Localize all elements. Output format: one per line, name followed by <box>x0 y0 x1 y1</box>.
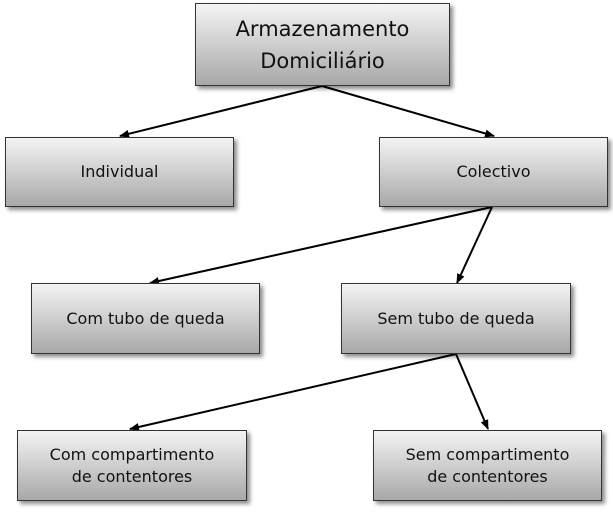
node-sem-tubo-de-queda: Sem tubo de queda <box>341 283 571 354</box>
node-com-compartimento: Com compartimento de contentores <box>17 430 247 501</box>
arrow-sem-tubo-com-compartimento <box>129 353 457 431</box>
arrow-colectivo-sem-tubo <box>456 206 493 284</box>
arrow-root-colectivo <box>321 85 495 138</box>
node-colectivo: Colectivo <box>379 137 608 207</box>
node-armazenamento-domiciliario: Armazenamento Domiciliário <box>195 3 450 86</box>
arrow-sem-tubo-sem-compartimento <box>455 353 489 430</box>
node-individual: Individual <box>5 137 234 207</box>
arrow-colectivo-com-tubo <box>149 206 493 285</box>
node-com-tubo-de-queda: Com tubo de queda <box>31 283 260 354</box>
node-sem-compartimento: Sem compartimento de contentores <box>373 430 602 501</box>
arrow-root-individual <box>119 85 323 138</box>
